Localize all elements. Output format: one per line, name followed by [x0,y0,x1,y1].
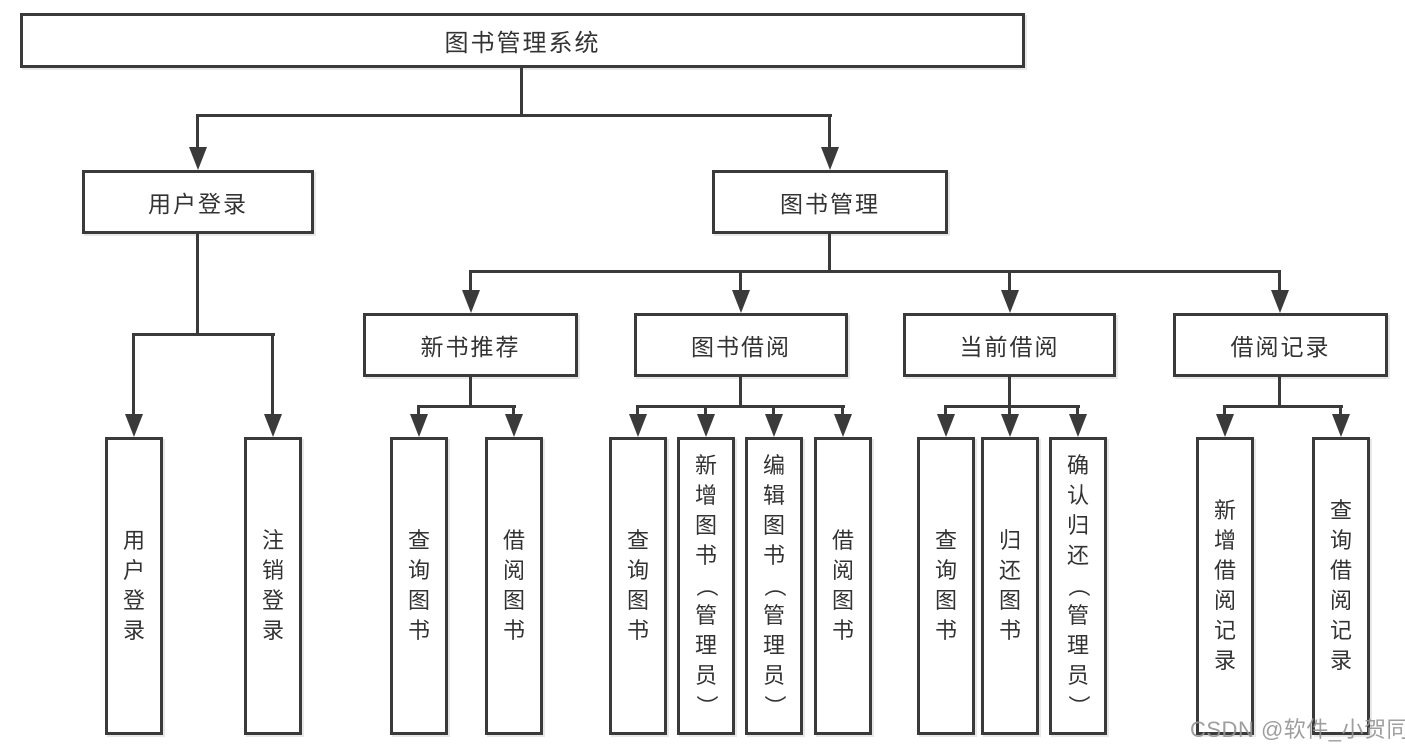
leaf-query-borrow-record: 查询借阅记录 [1312,437,1370,735]
arrowhead-down-icon [410,414,428,437]
node-new-book-recommend-label: 新书推荐 [420,334,521,360]
leaf-query-books-recommend: 查询图书 [390,437,448,735]
connector-drop [704,407,707,416]
connector-drop [828,116,831,147]
connector-drop [1278,272,1281,290]
connector-drop [739,272,742,290]
leaf-query-books-recommend-label: 查询图书 [407,528,430,643]
connector-stem-borrowing-records [1278,377,1281,407]
node-library-system-label: 图书管理系统 [444,30,601,57]
node-borrowing-records: 借阅记录 [1173,313,1388,377]
connector-drop [772,407,775,416]
connector-stem-root [520,68,523,116]
arrowhead-down-icon [264,414,282,437]
arrowhead-down-icon [937,414,955,437]
connector-drop [132,335,135,414]
leaf-query-books-current: 查询图书 [917,437,975,735]
leaf-confirm-return-admin: 确认归还（管理员） [1049,437,1107,735]
leaf-edit-books-admin-label: 编辑图书（管理员） [761,453,787,718]
node-book-borrowing-label: 图书借阅 [691,334,791,360]
arrowhead-down-icon [1216,414,1234,437]
leaf-add-books-admin-label: 新增图书（管理员） [693,453,719,718]
connector-stem-current-borrowing [1008,377,1011,407]
arrowhead-down-icon [1001,414,1019,437]
connector-rail-user-login-children [132,333,275,336]
connector-drop [1076,407,1079,416]
arrowhead-down-icon [189,147,207,170]
leaf-add-books-admin: 新增图书（管理员） [677,437,735,735]
connector-rail-book-borrow-children [636,405,845,408]
connector-drop [1223,407,1226,416]
connector-drop [1008,272,1011,290]
connector-rail-record-children [1223,405,1343,408]
connector-stem-book-management [828,234,831,272]
connector-drop [512,407,515,416]
leaf-logout: 注销登录 [244,437,302,735]
leaf-borrow-books-recommend-label: 借阅图书 [502,528,525,643]
node-book-management: 图书管理 [712,170,948,234]
leaf-edit-books-admin: 编辑图书（管理员） [745,437,803,735]
connector-drop [841,407,844,416]
connector-rail-new-book-children [417,405,516,408]
arrowhead-down-icon [834,414,852,437]
arrowhead-down-icon [821,147,839,170]
leaf-user-login-label: 用户登录 [122,528,145,643]
connector-rail-level2 [196,114,832,117]
arrowhead-down-icon [505,414,523,437]
leaf-add-borrow-record-label: 新增借阅记录 [1213,498,1236,673]
leaf-query-borrow-record-label: 查询借阅记录 [1329,498,1352,673]
leaf-borrow-books-label: 借阅图书 [831,528,854,643]
connector-stem-book-borrowing [739,377,742,407]
leaf-query-books-borrowing-label: 查询图书 [626,528,649,643]
node-current-borrowing: 当前借阅 [903,313,1116,377]
leaf-logout-label: 注销登录 [261,528,284,643]
node-library-system: 图书管理系统 [20,13,1025,68]
arrowhead-down-icon [1001,290,1019,313]
connector-stem-new-book-recommend [469,377,472,407]
leaf-return-books-label: 归还图书 [998,528,1021,643]
arrowhead-down-icon [765,414,783,437]
connector-drop [1008,407,1011,416]
arrowhead-down-icon [697,414,715,437]
connector-drop [196,116,199,147]
connector-rail-current-borrow-children [944,405,1080,408]
arrowhead-down-icon [1069,414,1087,437]
leaf-borrow-books: 借阅图书 [814,437,872,735]
node-new-book-recommend: 新书推荐 [363,313,578,377]
arrowhead-down-icon [462,290,480,313]
arrowhead-down-icon [629,414,647,437]
node-user-login-label: 用户登录 [148,191,248,217]
leaf-user-login: 用户登录 [105,437,163,735]
connector-drop [636,407,639,416]
csdn-watermark: CSDN @软件_小贺同学 [1190,717,1405,742]
node-user-login: 用户登录 [82,170,314,234]
leaf-query-books-current-label: 查询图书 [934,528,957,643]
connector-drop [271,335,274,414]
arrowhead-down-icon [732,290,750,313]
connector-drop [944,407,947,416]
connector-drop [469,272,472,290]
leaf-add-borrow-record: 新增借阅记录 [1196,437,1254,735]
leaf-borrow-books-recommend: 借阅图书 [485,437,543,735]
connector-drop [417,407,420,416]
arrowhead-down-icon [125,414,143,437]
node-book-borrowing: 图书借阅 [634,313,848,377]
node-book-management-label: 图书管理 [780,191,880,217]
node-borrowing-records-label: 借阅记录 [1230,334,1331,360]
arrowhead-down-icon [1332,414,1350,437]
leaf-confirm-return-admin-label: 确认归还（管理员） [1065,453,1091,718]
connector-drop [1339,407,1342,416]
node-current-borrowing-label: 当前借阅 [959,334,1060,360]
connector-rail-level3 [469,270,1281,273]
connector-stem-user-login [196,234,199,335]
leaf-query-books-borrowing: 查询图书 [609,437,667,735]
arrowhead-down-icon [1271,290,1289,313]
leaf-return-books: 归还图书 [981,437,1039,735]
